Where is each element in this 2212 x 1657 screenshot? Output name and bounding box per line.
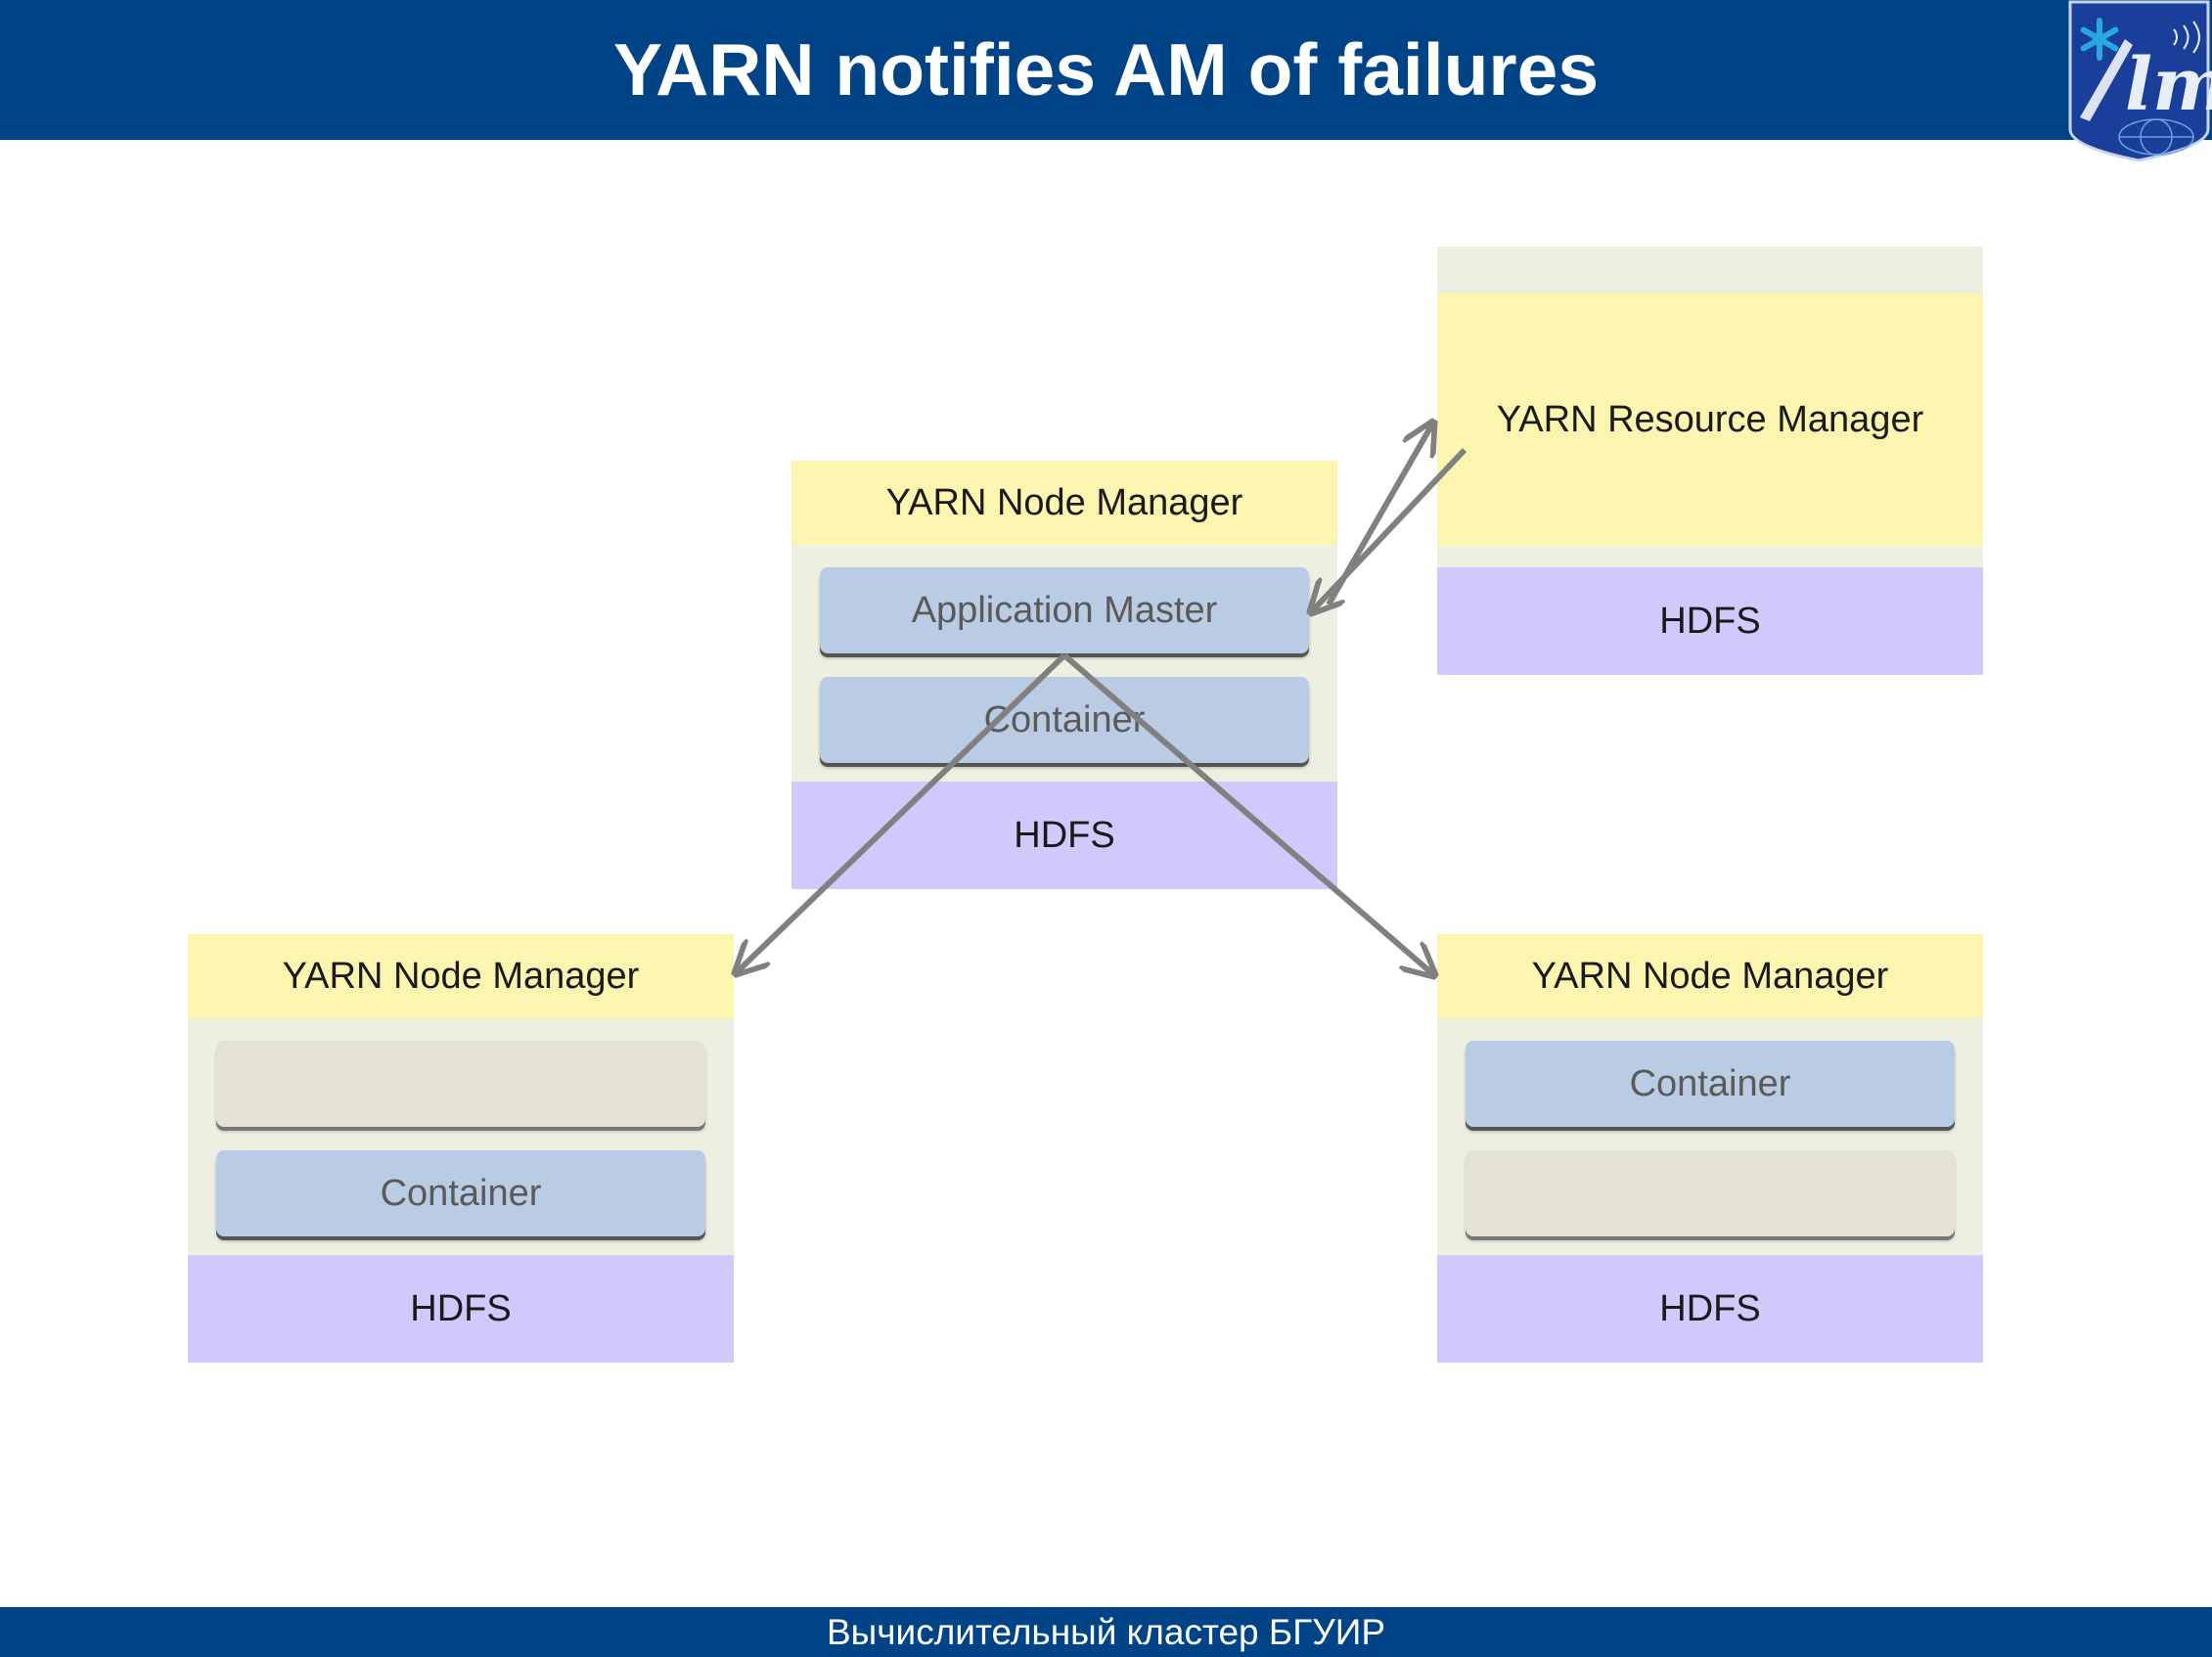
resource-manager-top-strip (1437, 246, 1983, 293)
footer-banner: Вычислительный кластер БГУИР (0, 1607, 2212, 1657)
arrow-am-to-rm (1326, 423, 1433, 606)
resource-manager-hdfs: HDFS (1437, 567, 1983, 675)
left-container: Container (216, 1150, 705, 1236)
right-node-hdfs: HDFS (1437, 1255, 1983, 1363)
slide-title: YARN notifies AM of failures (612, 28, 1600, 111)
right-container: Container (1466, 1041, 1955, 1127)
center-node-manager-label: YARN Node Manager (791, 461, 1337, 545)
resource-manager-node: YARN Resource Manager HDFS (1437, 246, 1983, 675)
resource-manager-divider (1437, 546, 1983, 567)
center-container: Container (820, 677, 1309, 763)
left-node-manager: YARN Node Manager HDFS Container (188, 934, 734, 1363)
right-empty-slot (1466, 1150, 1955, 1236)
title-banner: YARN notifies AM of failures (0, 0, 2212, 140)
left-node-hdfs: HDFS (188, 1255, 734, 1363)
right-node-manager-label: YARN Node Manager (1437, 934, 1983, 1018)
center-node-manager: YARN Node Manager HDFS Application Maste… (791, 461, 1337, 889)
application-master: Application Master (820, 567, 1309, 653)
resource-manager-label: YARN Resource Manager (1437, 293, 1983, 546)
svg-text:lm: lm (2125, 43, 2212, 127)
left-empty-slot (216, 1041, 705, 1127)
left-node-manager-label: YARN Node Manager (188, 934, 734, 1018)
center-node-hdfs: HDFS (791, 782, 1337, 889)
right-node-manager: YARN Node Manager HDFS Container (1437, 934, 1983, 1363)
university-logo: lm (2068, 0, 2212, 162)
